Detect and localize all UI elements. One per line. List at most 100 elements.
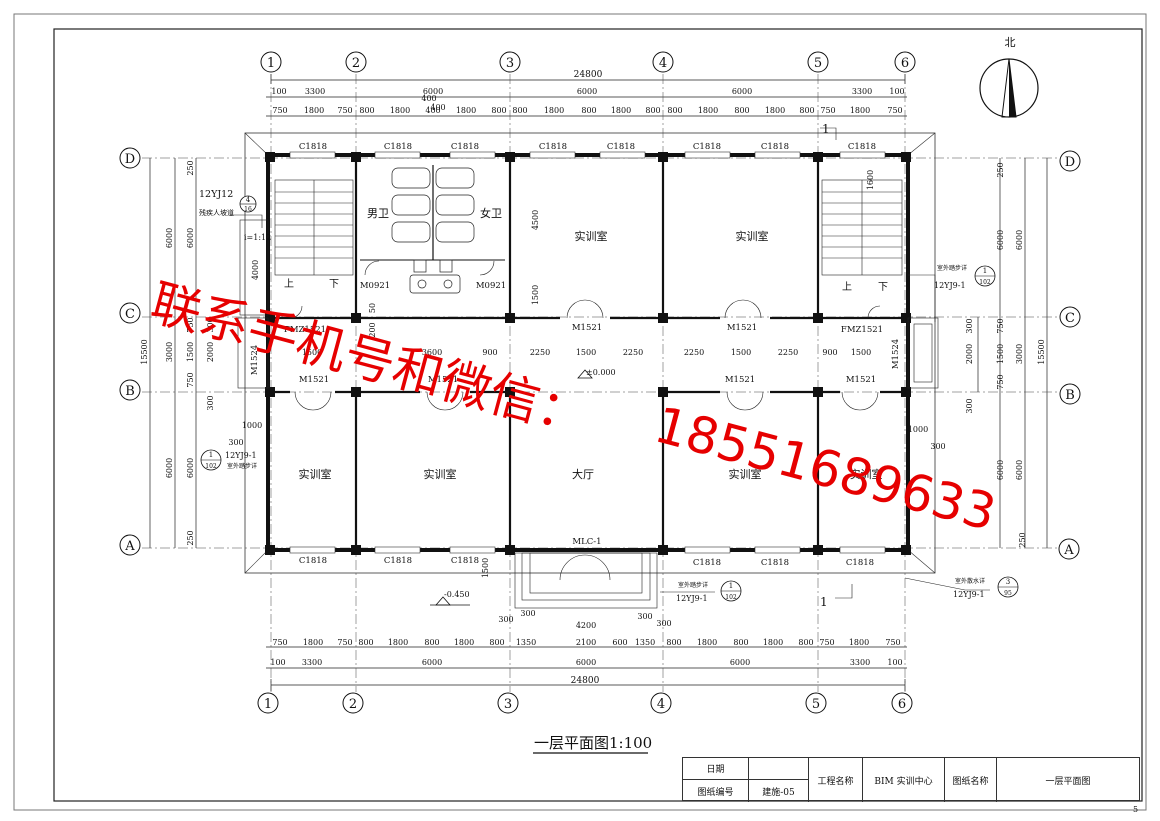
dim-text: 250 xyxy=(996,162,1005,177)
dim-text: 6000 xyxy=(186,228,195,248)
axis-label: 1 xyxy=(267,56,275,71)
dim-text: 300 xyxy=(965,318,974,333)
dim-text: 800 xyxy=(581,106,596,115)
ref-number: 16 xyxy=(244,206,252,213)
dim-text: 1800 xyxy=(850,106,870,115)
door-label: M1521 xyxy=(727,323,757,333)
axis-label: 6 xyxy=(898,697,906,712)
dim-text: 400 xyxy=(425,106,440,115)
bottom-dims-row1: 100 3300 6000 6000 6000 3300 100 xyxy=(270,658,902,667)
top-dims-row2: 750 1800 750 800 1800 1800 800 800 1800 … xyxy=(272,106,902,115)
dim-text: 2100 xyxy=(576,638,596,647)
ref-label: 12YJ12 xyxy=(199,189,233,200)
title-block: 日期 图纸编号 建施-05 工程名称 BIM 实训中心 图纸名称 一层平面图 xyxy=(682,757,1140,802)
reference-labels: ±0.000 -0.450 i=1:12 12YJ12 残疾人坡道 4 16 1… xyxy=(199,122,1019,609)
dim-text: 800 xyxy=(733,638,748,647)
dim-text: 100 xyxy=(270,658,285,667)
dim-overall-bottom: 24800 xyxy=(571,676,600,686)
level-label: -0.450 xyxy=(444,590,470,599)
ref-note: 室外散水详 xyxy=(955,577,985,585)
dim-text: 3300 xyxy=(305,87,325,96)
door-swings xyxy=(289,260,881,581)
stair-right xyxy=(821,179,903,276)
right-dims: 15500 6000 3000 6000 250 6000 750 1500 7… xyxy=(996,162,1046,547)
dim-text: 6000 xyxy=(996,460,1005,480)
dim-text: 1800 xyxy=(611,106,631,115)
axis-label: B xyxy=(1065,388,1075,403)
left-dims: 15500 6000 3000 6000 250 6000 750 1500 7… xyxy=(140,160,195,545)
window-label: C1818 xyxy=(848,142,876,152)
dim-text: 300 xyxy=(498,615,513,624)
room-label-training: 实训室 xyxy=(299,467,332,481)
door-labels: M0921 M0921 M1521 M1521 M1521 M1521 M152… xyxy=(250,281,901,547)
dim-text: 1800 xyxy=(390,106,410,115)
door-label: M1524 xyxy=(891,339,901,369)
axis-label: 3 xyxy=(506,56,514,71)
dim-text: 3300 xyxy=(852,87,872,96)
dim-text: 1000 xyxy=(242,421,262,430)
dim-text: 6000 xyxy=(577,87,597,96)
ref-number: 102 xyxy=(979,279,991,286)
dim-text: 750 xyxy=(272,638,287,647)
grid-lines xyxy=(142,74,1060,692)
dim-text: 1500 xyxy=(851,348,871,357)
room-labels: 男卫 女卫 实训室 实训室 实训室 实训室 实训室 实训室 大厅 上 下 上 下 xyxy=(284,206,888,481)
dim-text: 15500 xyxy=(140,339,149,364)
dim-text: 800 xyxy=(358,638,373,647)
dim-text: 750 xyxy=(887,106,902,115)
ref-number: 102 xyxy=(205,463,217,470)
dim-text: 1000 xyxy=(908,425,928,434)
ref-number: 102 xyxy=(725,594,737,601)
dimension-lines-left xyxy=(149,158,197,548)
ref-number: 1 xyxy=(983,267,987,275)
date-label: 日期 xyxy=(683,758,749,780)
door-label: M1521 xyxy=(572,323,602,333)
dim-text: 4200 xyxy=(576,621,596,630)
dim-text: 250 xyxy=(186,530,195,545)
dim-text: 800 xyxy=(359,106,374,115)
room-label-training: 实训室 xyxy=(736,229,769,243)
dim-text: 4000 xyxy=(251,260,260,280)
dim-text: 1500 xyxy=(731,348,751,357)
window-label: C1818 xyxy=(607,142,635,152)
entrance-dims: 4200 300 300 300 300 xyxy=(498,609,671,630)
room-label-men-wc: 男卫 xyxy=(367,207,389,220)
sheet-label: 图纸名称 xyxy=(945,758,997,802)
section-mark: 1 xyxy=(822,122,830,136)
axis-label: 4 xyxy=(657,697,665,712)
dim-text: 1500 xyxy=(576,348,596,357)
axis-label: 2 xyxy=(349,697,357,712)
ref-number: 4 xyxy=(246,196,251,204)
dim-overall-top: 24800 xyxy=(574,70,603,80)
stair-down-label: 下 xyxy=(329,279,339,290)
top-dims-row1: 100 3300 6000 6000 3300 100 6000 400 400 xyxy=(271,87,904,112)
window-label: C1818 xyxy=(761,558,789,568)
dim-text: 750 xyxy=(885,638,900,647)
level-marks xyxy=(430,369,593,606)
dim-text: 300 xyxy=(930,442,945,451)
building-outline xyxy=(244,132,936,574)
date-value xyxy=(749,758,809,780)
door-label: FMZ1521 xyxy=(841,325,883,335)
window-label: C1818 xyxy=(384,142,412,152)
axis-bubbles-left xyxy=(119,147,141,556)
dim-text: 50 xyxy=(368,303,377,313)
dim-text: 800 xyxy=(798,638,813,647)
ref-label: 12YJ9-1 xyxy=(934,281,966,290)
ref-number: 1 xyxy=(209,451,213,459)
window-label: C1818 xyxy=(451,142,479,152)
axis-label: C xyxy=(125,307,135,322)
axis-label: 6 xyxy=(901,56,909,71)
door-label: M1521 xyxy=(846,375,876,385)
door-label: MLC-1 xyxy=(572,537,601,547)
door-label: FMZ1521 xyxy=(284,325,326,335)
axis-bubbles-top xyxy=(260,51,916,73)
dim-text: 800 xyxy=(667,106,682,115)
room-label-hall: 大厅 xyxy=(572,467,594,481)
dim-text: 3000 xyxy=(165,342,174,362)
dim-text: 400 xyxy=(430,103,445,112)
project-name: BIM 实训中心 xyxy=(863,758,945,802)
dim-text: 2250 xyxy=(684,348,704,357)
stair-down-label: 下 xyxy=(878,282,888,293)
